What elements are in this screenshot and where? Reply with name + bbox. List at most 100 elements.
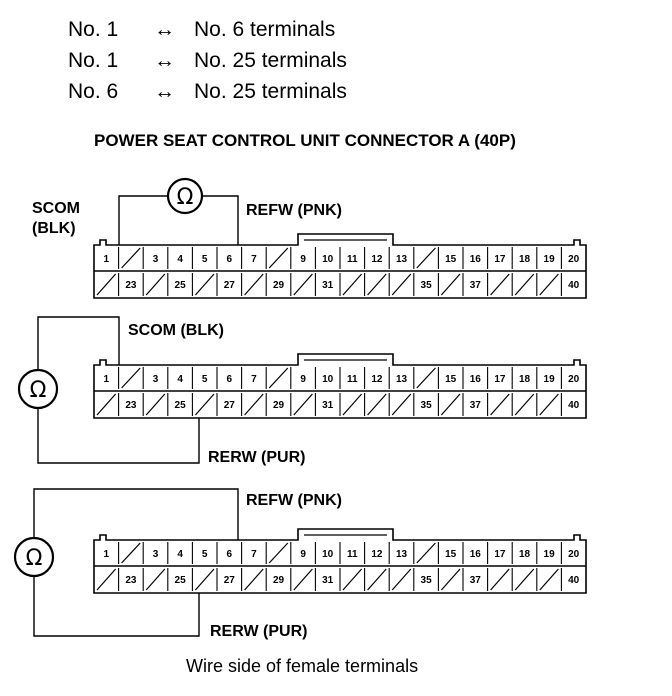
- unused-terminal-slash: [440, 393, 461, 416]
- terminal-number: 23: [125, 575, 137, 586]
- terminal-number: 9: [300, 549, 306, 560]
- unused-terminal-slash: [268, 367, 289, 389]
- ohmmeter: Ω: [166, 177, 204, 215]
- label-scom: SCOM: [32, 200, 80, 217]
- check-from: No. 6: [68, 80, 119, 103]
- unused-terminal-slash: [391, 393, 412, 416]
- meter-lead: [37, 316, 120, 370]
- meter-lead: [202, 195, 239, 245]
- double-arrow-icon: ↔: [154, 80, 175, 103]
- double-arrow-icon: ↔: [154, 49, 175, 72]
- terminal-number: 40: [568, 400, 580, 411]
- unused-terminal-slash: [121, 542, 141, 564]
- terminal-number: 31: [322, 575, 334, 586]
- meter-lead: [37, 408, 200, 464]
- label-refw: REFW (PNK): [246, 202, 342, 219]
- unused-terminal-slash: [440, 568, 461, 591]
- unused-terminal-slash: [539, 273, 559, 296]
- label-rerw: RERW (PUR): [208, 449, 305, 466]
- terminal-number: 15: [445, 549, 457, 560]
- unused-terminal-slash: [391, 568, 412, 591]
- terminal-number: 3: [153, 254, 159, 265]
- meter-lead: [33, 576, 200, 637]
- unused-terminal-slash: [121, 247, 141, 269]
- unused-terminal-slash: [244, 393, 264, 416]
- unused-terminal-slash: [514, 568, 535, 591]
- terminal-number: 11: [347, 254, 358, 265]
- label-refw: REFW (PNK): [246, 492, 342, 509]
- terminal-number: 6: [227, 549, 233, 560]
- terminal-number: 6: [227, 254, 233, 265]
- unused-terminal-slash: [490, 393, 510, 416]
- terminal-number: 35: [421, 575, 433, 586]
- terminal-number: 18: [519, 374, 531, 385]
- terminal-number: 7: [251, 374, 257, 385]
- unused-terminal-slash: [539, 568, 559, 591]
- unused-terminal-slash: [367, 273, 387, 296]
- unused-terminal-slash: [293, 273, 313, 296]
- unused-terminal-slash: [367, 568, 387, 591]
- double-arrow-icon: ↔: [154, 18, 175, 41]
- unused-terminal-slash: [514, 393, 535, 416]
- unused-terminal-slash: [145, 393, 166, 416]
- terminal-number: 27: [224, 400, 236, 411]
- terminal-number: 37: [470, 575, 482, 586]
- terminal-number: 5: [202, 254, 208, 265]
- unused-terminal-slash: [490, 273, 510, 296]
- unused-terminal-slash: [194, 568, 215, 591]
- unused-terminal-slash: [268, 247, 289, 269]
- terminal-number: 25: [175, 400, 187, 411]
- unused-terminal-slash: [96, 393, 117, 416]
- terminal-number: 31: [322, 280, 334, 291]
- unused-terminal-slash: [96, 273, 117, 296]
- terminal-number: 4: [177, 254, 183, 265]
- terminal-number: 11: [347, 374, 358, 385]
- unused-terminal-slash: [244, 273, 264, 296]
- terminal-number: 25: [175, 575, 187, 586]
- terminal-number: 17: [494, 549, 506, 560]
- label-scom-color: (BLK): [32, 220, 76, 237]
- terminal-number: 5: [202, 374, 208, 385]
- unused-terminal-slash: [268, 542, 289, 564]
- terminal-number: 15: [445, 374, 457, 385]
- terminal-number: 37: [470, 400, 482, 411]
- unused-terminal-slash: [367, 393, 387, 416]
- terminal-number: 37: [470, 280, 482, 291]
- terminal-number: 20: [568, 254, 580, 265]
- terminal-number: 1: [104, 374, 110, 385]
- unused-terminal-slash: [194, 273, 215, 296]
- terminal-number: 9: [300, 254, 306, 265]
- terminal-number: 3: [153, 374, 159, 385]
- terminal-number: 35: [421, 400, 433, 411]
- ohmmeter: Ω: [13, 536, 55, 578]
- terminal-number: 18: [519, 254, 531, 265]
- terminal-number: 16: [470, 374, 482, 385]
- terminal-number: 17: [494, 254, 506, 265]
- terminal-number: 12: [371, 254, 383, 265]
- check-from: No. 1: [68, 18, 119, 41]
- label-rerw: RERW (PUR): [210, 623, 307, 640]
- terminal-number: 3: [153, 549, 159, 560]
- terminal-number: 31: [322, 400, 334, 411]
- terminal-number: 5: [202, 549, 208, 560]
- terminal-number: 23: [125, 280, 137, 291]
- terminal-number: 12: [371, 549, 383, 560]
- check-to: No. 25 terminals: [194, 80, 347, 103]
- check-to: No. 25 terminals: [194, 49, 347, 72]
- unused-terminal-slash: [194, 393, 215, 416]
- ohm-icon: Ω: [177, 185, 194, 210]
- unused-terminal-slash: [342, 568, 363, 591]
- terminal-number: 35: [421, 280, 433, 291]
- terminal-number: 40: [568, 575, 580, 586]
- terminal-number: 29: [273, 575, 285, 586]
- terminal-number: 19: [544, 254, 556, 265]
- terminal-number: 13: [396, 374, 408, 385]
- unused-terminal-slash: [490, 568, 510, 591]
- terminal-number: 27: [224, 280, 236, 291]
- terminal-number: 23: [125, 400, 137, 411]
